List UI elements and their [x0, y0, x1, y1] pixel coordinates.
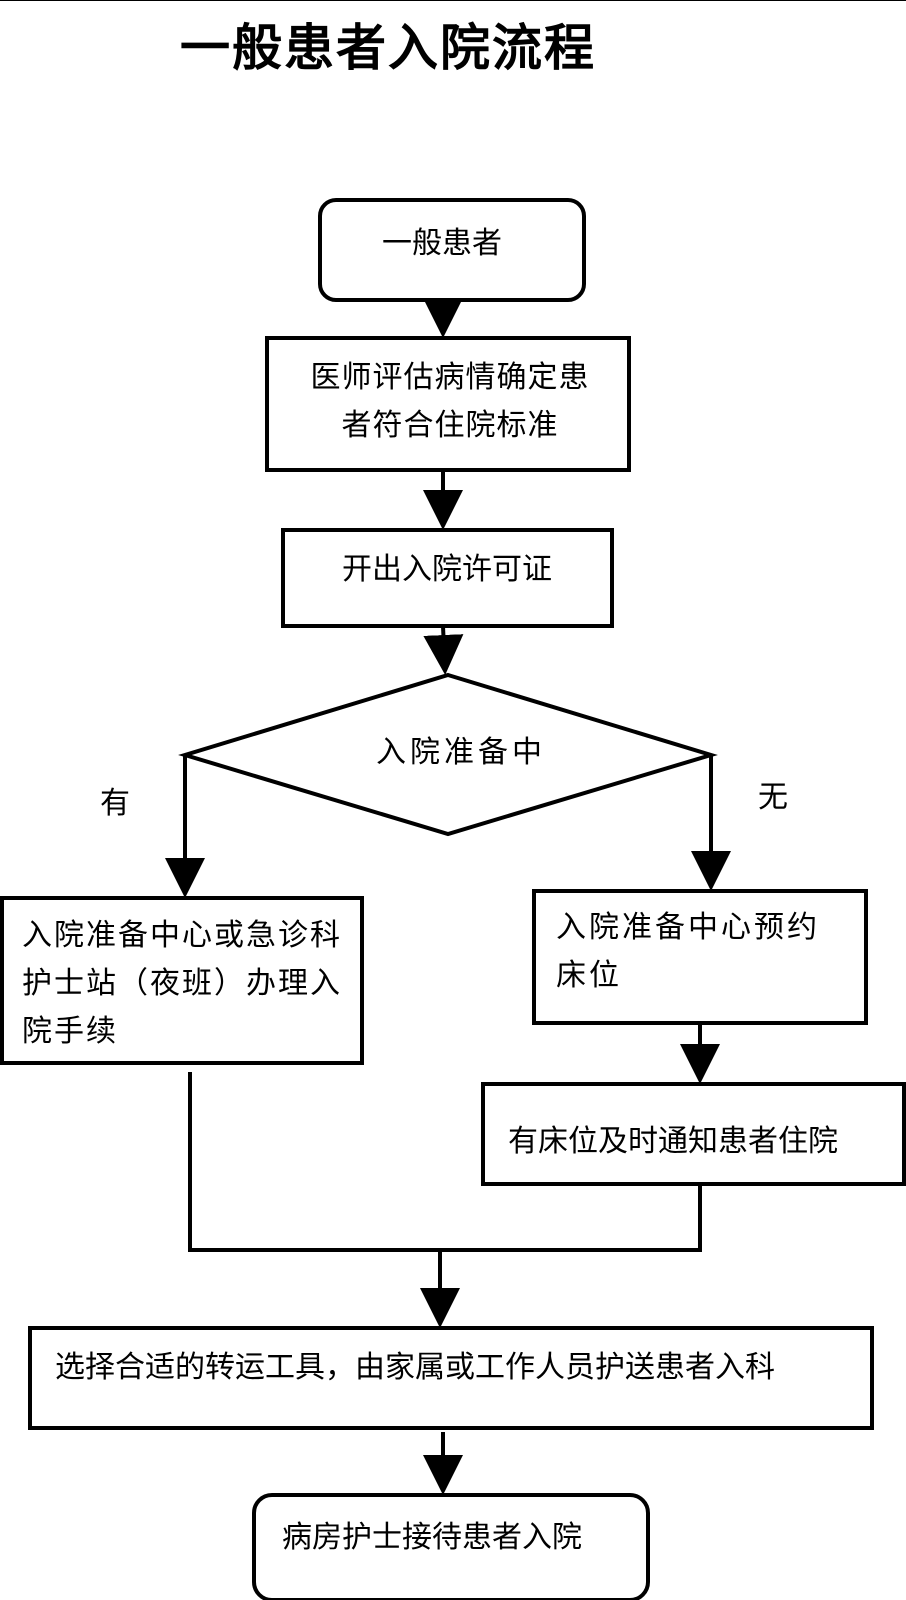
- diagram-title: 一般患者入院流程: [180, 19, 596, 77]
- merge-connector: [188, 1072, 702, 1252]
- left-node-shape: [0, 896, 364, 1065]
- permit-node-label: 开出入院许可证: [342, 552, 552, 587]
- notify-node-label: 有床位及时通知患者住院: [508, 1124, 838, 1159]
- permit-node-shape: [281, 528, 614, 628]
- left-node-label: 入院准备中心或急诊科护士站（夜班）办理入院手续: [22, 918, 342, 1049]
- branch-label-yes: 有: [100, 786, 130, 821]
- transport-node-shape: [28, 1326, 874, 1430]
- assess-node-label: 医师评估病情确定患者符合住院标准: [310, 360, 590, 443]
- decision-node-label: 入院准备中: [376, 735, 546, 770]
- top-border-line: [0, 0, 906, 1]
- transport-node-label: 选择合适的转运工具，由家属或工作人员护送患者入科: [55, 1350, 775, 1385]
- branch-label-no: 无: [758, 780, 788, 815]
- notify-node-shape: [481, 1082, 906, 1186]
- start-node-label: 一般患者: [382, 226, 502, 261]
- right-node-label: 入院准备中心预约床位: [556, 910, 820, 993]
- arrow-permit-to-decision: [423, 625, 464, 675]
- end-node-shape: [252, 1493, 650, 1600]
- assess-node-shape: [265, 336, 631, 472]
- end-node-label: 病房护士接待患者入院: [282, 1520, 582, 1555]
- decision-node-shape: [178, 672, 718, 837]
- right-node-shape: [532, 889, 868, 1025]
